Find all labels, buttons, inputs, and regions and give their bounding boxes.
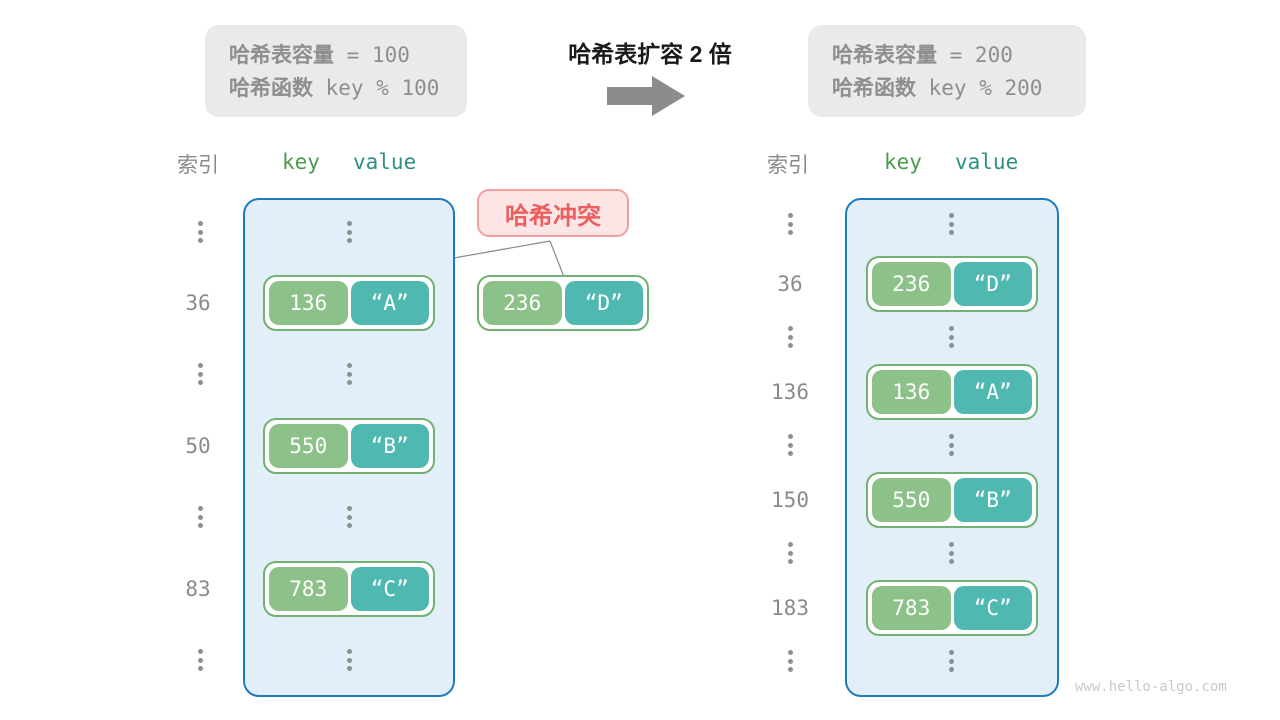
pair-236-D: 236 “D” [866,256,1038,312]
right-index-36: 36 [777,272,803,296]
expand-title: 哈希表扩容 2 倍 [568,41,732,67]
key-cell: 136 [872,370,951,414]
value-cell: “D” [564,281,643,325]
ellipsis-dots [787,542,793,564]
key-cell: 236 [872,262,951,306]
pair-550-B: 550 “B” [263,418,435,474]
hash-function-label: 哈希函数 [832,77,916,100]
right-arrow-icon [607,76,685,116]
capacity-line: 哈希表容量 = 100 [229,39,467,72]
pair-783-C: 783 “C” [263,561,435,617]
pair-136-A: 136 “A” [263,275,435,331]
key-cell: 136 [269,281,348,325]
key-cell: 236 [483,281,562,325]
ellipsis-dots [346,649,352,671]
ellipsis-dots [787,326,793,348]
hash-function-line: 哈希函数 key % 200 [832,72,1086,105]
pair-783-C: 783 “C” [866,580,1038,636]
capacity-line: 哈希表容量 = 200 [832,39,1086,72]
right-index-header: 索引 [767,154,809,177]
ellipsis-dots [787,434,793,456]
ellipsis-dots [787,650,793,672]
key-cell: 550 [872,478,951,522]
ellipsis-dots [787,213,793,235]
hash-function-value: key % 100 [313,76,440,100]
ellipsis-dots [346,506,352,528]
key-cell: 783 [269,567,348,611]
value-cell: “D” [953,262,1032,306]
ellipsis-dots [346,363,352,385]
ellipsis-dots [197,363,203,385]
ellipsis-dots [948,326,954,348]
pair-550-B: 550 “B” [866,472,1038,528]
ellipsis-dots [197,649,203,671]
right-index-183: 183 [771,596,809,620]
right-index-136: 136 [771,380,809,404]
ellipsis-dots [948,542,954,564]
right-key-header: key [884,150,922,174]
left-key-header: key [282,150,320,174]
pair-236-D-colliding: 236 “D” [477,275,649,331]
value-cell: “C” [953,586,1032,630]
key-cell: 550 [269,424,348,468]
value-cell: “A” [350,281,429,325]
ellipsis-dots [197,506,203,528]
capacity-value: = 100 [334,43,410,67]
pair-136-A: 136 “A” [866,364,1038,420]
left-index-header: 索引 [177,154,219,177]
value-cell: “C” [350,567,429,611]
collision-label: 哈希冲突 [477,189,629,237]
hash-function-label: 哈希函数 [229,77,313,100]
capacity-label: 哈希表容量 [229,44,334,67]
hash-function-line: 哈希函数 key % 100 [229,72,467,105]
watermark: www.hello-algo.com [1075,679,1227,695]
left-index-50: 50 [185,434,211,458]
left-value-header: value [353,150,417,174]
value-cell: “A” [953,370,1032,414]
ellipsis-dots [948,650,954,672]
left-index-36: 36 [185,291,211,315]
right-value-header: value [955,150,1019,174]
info-box-new-capacity: 哈希表容量 = 200 哈希函数 key % 200 [808,25,1086,117]
capacity-value: = 200 [937,43,1013,67]
info-box-old-capacity: 哈希表容量 = 100 哈希函数 key % 100 [205,25,467,117]
capacity-label: 哈希表容量 [832,44,937,67]
value-cell: “B” [350,424,429,468]
hash-function-value: key % 200 [916,76,1043,100]
ellipsis-dots [948,434,954,456]
key-cell: 783 [872,586,951,630]
ellipsis-dots [197,221,203,243]
value-cell: “B” [953,478,1032,522]
ellipsis-dots [346,221,352,243]
right-index-150: 150 [771,488,809,512]
left-index-83: 83 [185,577,211,601]
ellipsis-dots [948,213,954,235]
